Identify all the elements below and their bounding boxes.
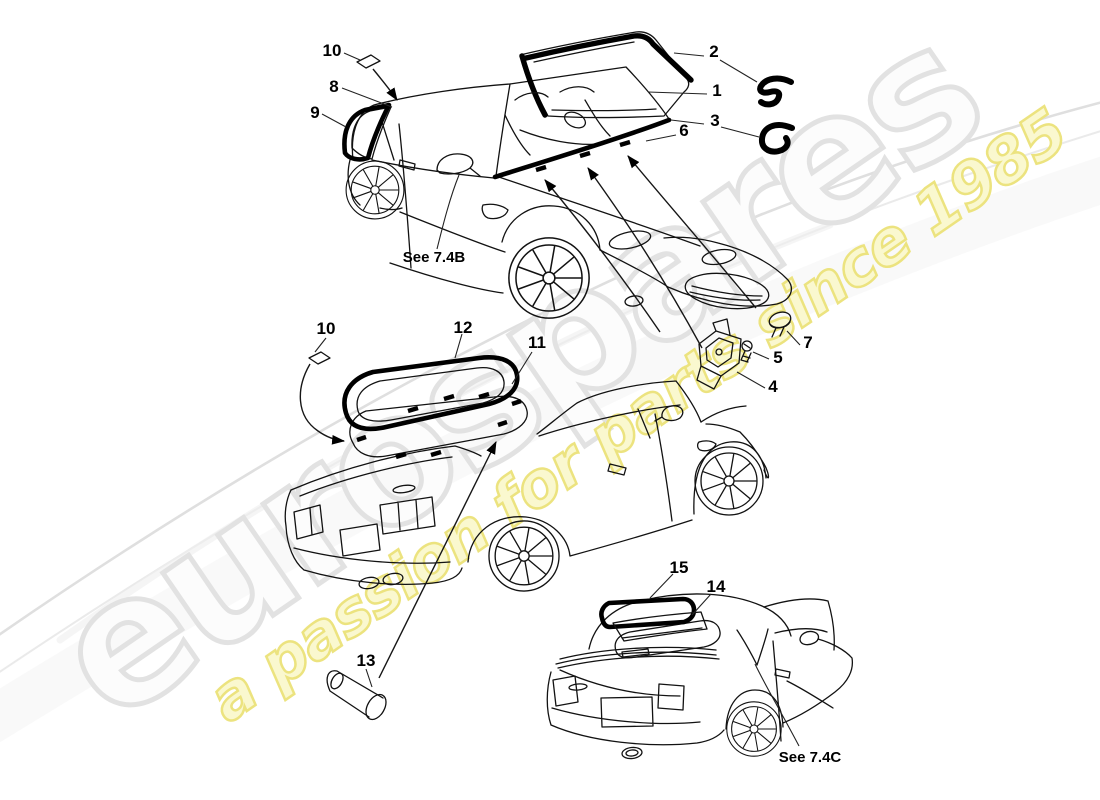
convertible-rear-view xyxy=(546,593,854,760)
windscreen-inner-border xyxy=(533,41,657,112)
bracket-part4 xyxy=(696,318,742,390)
callout-2: 2 xyxy=(709,42,718,61)
windscreen-top-seal-part2 xyxy=(523,33,694,83)
door-lines xyxy=(772,640,834,742)
fastener-group xyxy=(696,311,792,390)
windscreen-frame xyxy=(763,598,835,651)
door-handle xyxy=(398,159,416,171)
clip10-arrow xyxy=(372,68,398,101)
trunk-lid xyxy=(290,445,482,497)
callout-10-top: 10 xyxy=(323,41,342,60)
callout-8: 8 xyxy=(329,77,338,96)
boot-badge xyxy=(392,484,416,494)
callout-4: 4 xyxy=(768,377,778,396)
boot-badge xyxy=(568,683,588,691)
swoosh-curve-1 xyxy=(0,101,1100,636)
glasshouse xyxy=(538,404,747,439)
cowl-finisher-part3 xyxy=(492,117,672,180)
callout-5: 5 xyxy=(773,348,782,367)
soft-top-c-pillar xyxy=(736,628,769,666)
car-roofline xyxy=(351,83,511,161)
rear-bumper xyxy=(546,671,725,746)
plate-and-bumper-crease xyxy=(551,696,701,728)
rear-end-silhouette xyxy=(284,489,463,585)
callout-14: 14 xyxy=(707,577,726,596)
bracket-hole xyxy=(715,348,723,356)
sleeve-part13 xyxy=(326,670,387,721)
car-header-and-a-pillar-right xyxy=(509,66,670,120)
sill-lines xyxy=(389,211,506,294)
window-seal-part15 xyxy=(599,596,697,630)
callout-6: 6 xyxy=(679,121,688,140)
callout-13: 13 xyxy=(357,651,376,670)
reference-see-7-4c: See 7.4C xyxy=(779,749,842,766)
reference-see-7-4b: See 7.4B xyxy=(403,249,466,266)
fog-light xyxy=(624,295,644,307)
seal-cross-sections xyxy=(757,75,795,155)
tail-lights xyxy=(552,675,685,711)
callout-9: 9 xyxy=(310,103,319,122)
callout-10-mid: 10 xyxy=(317,319,336,338)
callout-7: 7 xyxy=(803,333,812,352)
window-glass-part14 xyxy=(612,611,708,642)
clip10-mid-arrow xyxy=(299,363,346,445)
license-plate xyxy=(339,523,381,557)
front-arch-nose xyxy=(693,423,770,515)
soft-top-window-aperture xyxy=(614,619,721,659)
exhaust-tips xyxy=(358,572,404,590)
coupe-rear-view xyxy=(284,351,770,679)
interior-through-glass xyxy=(504,86,611,156)
door-mirror xyxy=(436,153,481,177)
long-location-arrow xyxy=(378,441,497,679)
windscreen-side-seal xyxy=(519,53,548,118)
car-a-pillar-left xyxy=(495,83,511,177)
swoosh-curve-3 xyxy=(56,221,834,644)
front-grille xyxy=(684,272,770,310)
rear-wheel-arch xyxy=(347,159,403,211)
headlight-right xyxy=(701,248,737,266)
side-strake xyxy=(696,440,717,452)
windscreen-clips-part6 xyxy=(535,139,631,173)
front-wheel-arch xyxy=(501,205,601,251)
clip-part10-top xyxy=(356,54,381,69)
roof-and-pillars xyxy=(536,380,702,435)
callout-12: 12 xyxy=(454,318,473,337)
callout-labels: 1 2 3 4 5 6 7 8 9 10 10 11 12 13 14 15 xyxy=(310,41,812,670)
callout-1: 1 xyxy=(712,81,721,100)
rear-glass-part11 xyxy=(356,366,505,422)
seal-section-part3 xyxy=(758,122,795,155)
bumper-crease xyxy=(293,547,451,564)
front-bumper xyxy=(599,236,792,307)
plug-part7 xyxy=(768,311,792,338)
rear-arch-sill xyxy=(467,516,693,563)
screw-part5 xyxy=(740,340,753,363)
hood-shutline xyxy=(495,175,701,247)
door-and-handle xyxy=(607,413,673,522)
trunk-creases xyxy=(555,651,717,697)
callout-11: 11 xyxy=(528,333,546,352)
headlight-left xyxy=(608,230,652,250)
side-strake xyxy=(481,203,509,220)
coupe-front-view xyxy=(342,31,792,349)
clip-part10-mid xyxy=(308,351,331,365)
rear-window-aperture xyxy=(349,395,528,458)
arch-and-side xyxy=(725,638,854,730)
tail-lights xyxy=(293,496,436,540)
leader-lines xyxy=(314,52,801,747)
seal-section-part2 xyxy=(757,75,794,108)
soft-top-outline xyxy=(588,593,792,650)
rear-window-clips-part11 xyxy=(356,391,522,460)
swoosh-band xyxy=(0,156,1100,743)
callout-3: 3 xyxy=(710,111,719,130)
callout-15: 15 xyxy=(670,558,689,577)
quarter-window-seal-part9 xyxy=(342,102,392,162)
clip-location-arrows xyxy=(544,155,757,349)
exhaust-tips xyxy=(621,746,643,760)
door-mirror xyxy=(799,630,820,646)
